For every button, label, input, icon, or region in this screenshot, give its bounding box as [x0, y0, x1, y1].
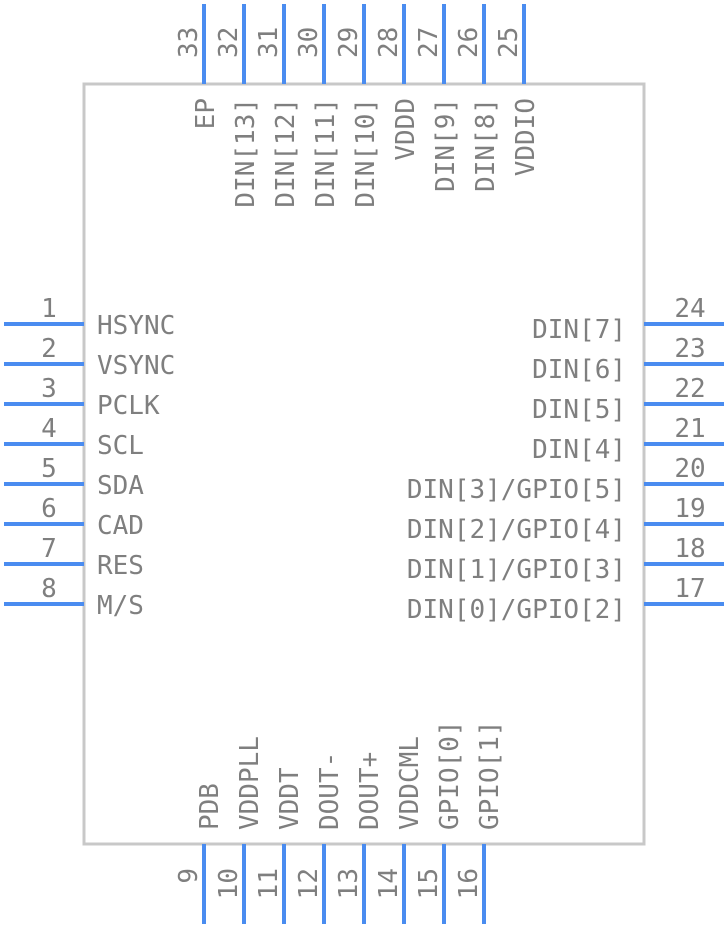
pin-label-23: DIN[6]	[532, 355, 626, 385]
pin-number-25: 25	[494, 27, 524, 58]
pin-number-16: 16	[454, 868, 484, 899]
pin-number-27: 27	[414, 27, 444, 58]
pin-label-10: VDDPLL	[235, 736, 265, 830]
pin-label-13: DOUT+	[355, 752, 385, 830]
pin-label-27: DIN[9]	[431, 98, 461, 192]
pin-label-6: CAD	[97, 511, 144, 541]
pin-label-25: VDDIO	[511, 98, 541, 176]
pin-number-2: 2	[41, 334, 57, 364]
pin-label-22: DIN[5]	[532, 395, 626, 425]
pin-number-28: 28	[374, 27, 404, 58]
pin-number-26: 26	[454, 27, 484, 58]
pin-number-18: 18	[674, 534, 705, 564]
pin-number-11: 11	[254, 868, 284, 899]
pin-label-2: VSYNC	[97, 351, 175, 381]
pin-number-9: 9	[174, 868, 204, 884]
pin-label-21: DIN[4]	[532, 435, 626, 465]
pin-label-29: DIN[10]	[351, 98, 381, 208]
pin-label-12: DOUT-	[315, 752, 345, 830]
pin-label-17: DIN[0]/GPIO[2]	[407, 595, 626, 625]
pin-label-15: GPIO[0]	[435, 720, 465, 830]
pin-number-31: 31	[254, 27, 284, 58]
pin-number-13: 13	[334, 868, 364, 899]
pin-label-33: EP	[191, 98, 221, 129]
pin-number-20: 20	[674, 454, 705, 484]
pin-label-26: DIN[8]	[471, 98, 501, 192]
pin-number-3: 3	[41, 374, 57, 404]
pin-label-32: DIN[13]	[231, 98, 261, 208]
pin-label-14: VDDCML	[395, 736, 425, 830]
pin-label-5: SDA	[97, 471, 144, 501]
pin-label-19: DIN[2]/GPIO[4]	[407, 515, 626, 545]
pin-label-31: DIN[12]	[271, 98, 301, 208]
pin-number-12: 12	[294, 868, 324, 899]
pin-label-11: VDDT	[275, 767, 305, 830]
pin-label-1: HSYNC	[97, 311, 175, 341]
pin-number-6: 6	[41, 494, 57, 524]
pin-label-8: M/S	[97, 591, 144, 621]
pin-label-9: PDB	[195, 783, 225, 830]
pin-number-8: 8	[41, 574, 57, 604]
pin-label-24: DIN[7]	[532, 315, 626, 345]
pin-number-30: 30	[294, 27, 324, 58]
pin-number-22: 22	[674, 374, 705, 404]
pin-number-4: 4	[41, 414, 57, 444]
pin-number-1: 1	[41, 294, 57, 324]
pin-label-16: GPIO[1]	[475, 720, 505, 830]
pin-number-15: 15	[414, 868, 444, 899]
pin-label-28: VDDD	[391, 98, 421, 161]
pin-label-3: PCLK	[97, 391, 160, 421]
pin-label-4: SCL	[97, 431, 144, 461]
pin-number-10: 10	[214, 868, 244, 899]
pin-number-29: 29	[334, 27, 364, 58]
pin-label-7: RES	[97, 551, 144, 581]
pin-number-32: 32	[214, 27, 244, 58]
pin-number-33: 33	[174, 27, 204, 58]
pin-number-17: 17	[674, 574, 705, 604]
pin-number-19: 19	[674, 494, 705, 524]
pin-number-7: 7	[41, 534, 57, 564]
pin-number-21: 21	[674, 414, 705, 444]
pin-label-30: DIN[11]	[311, 98, 341, 208]
pin-number-5: 5	[41, 454, 57, 484]
pin-label-18: DIN[1]/GPIO[3]	[407, 555, 626, 585]
pin-number-14: 14	[374, 868, 404, 899]
pin-label-20: DIN[3]/GPIO[5]	[407, 475, 626, 505]
pin-number-24: 24	[674, 294, 705, 324]
pin-number-23: 23	[674, 334, 705, 364]
